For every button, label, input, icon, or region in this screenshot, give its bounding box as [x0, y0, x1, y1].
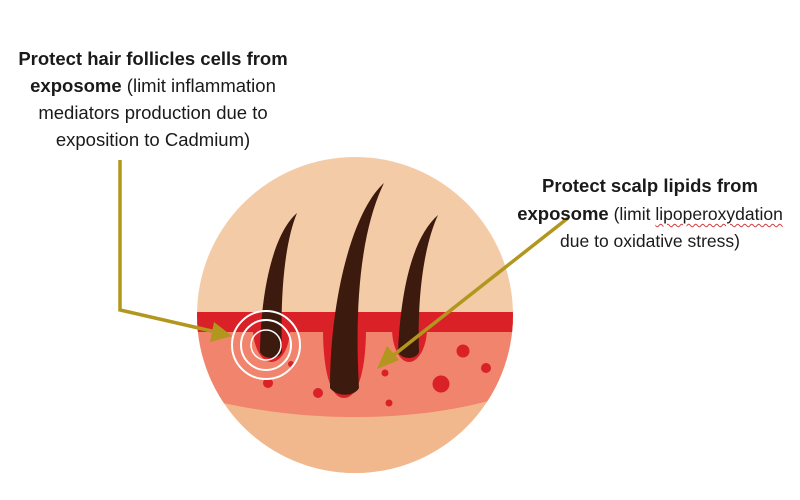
hair-left: [260, 213, 297, 358]
arrow-follicles: [118, 160, 232, 342]
arrow-follicles-head: [210, 322, 232, 342]
arrow-lipids: [377, 216, 570, 369]
blood-dot: [481, 363, 491, 373]
annotation-scalp-lipids-heading: Protect scalp lipids from exposome: [517, 175, 758, 224]
annotation-hair-follicles: Protect hair follicles cells from exposo…: [4, 45, 302, 153]
scalp-cross-section: [197, 157, 513, 473]
blood-dot: [263, 378, 273, 388]
blood-dot: [432, 375, 450, 393]
annotation-scalp-lipids: Protect scalp lipids from exposome (limi…: [505, 172, 795, 255]
annotation-scalp-lipids-detail-start: (limit: [608, 204, 656, 224]
annotation-scalp-lipids-flagged-word: lipoperoxydation: [655, 204, 783, 224]
annotation-hair-follicles-heading: Protect hair follicles cells from exposo…: [18, 48, 288, 96]
ring-outer: [231, 310, 301, 380]
blood-dot: [313, 388, 323, 398]
arrow-follicles-line: [118, 160, 217, 334]
blood-dot: [456, 344, 470, 358]
concentric-rings-icon: [231, 310, 301, 380]
blood-dot: [385, 399, 393, 407]
ring-middle: [240, 319, 292, 371]
blood-dots: [263, 344, 491, 407]
hair-center: [330, 183, 384, 395]
arrow-lipids-line: [388, 216, 570, 360]
arrow-lipids-head: [377, 346, 399, 369]
hair-right: [398, 215, 438, 358]
annotation-scalp-lipids-detail-end: due to oxidative stress): [560, 231, 740, 251]
blood-dot: [381, 369, 389, 377]
annotation-hair-follicles-detail: (limit inflammation mediators production…: [38, 75, 276, 150]
ring-inner: [250, 329, 282, 361]
